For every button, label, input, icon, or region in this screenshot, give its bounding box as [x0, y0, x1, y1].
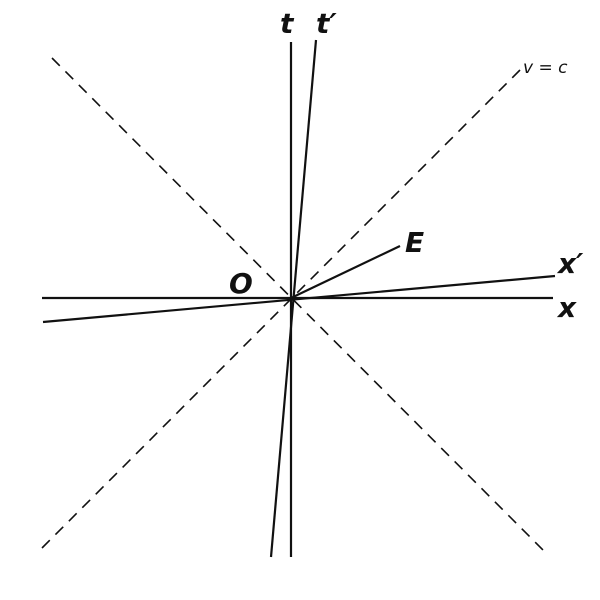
- x-prime-axis: [42, 274, 556, 324]
- light-line-positive: [41, 69, 521, 549]
- event-label: E: [405, 226, 424, 259]
- t-axis-label: t: [280, 7, 295, 40]
- light-line-negative: [51, 57, 546, 553]
- t-prime-axis-label: t′: [316, 7, 337, 40]
- x-prime-axis-label: x′: [556, 247, 584, 280]
- origin-label: O: [229, 267, 253, 300]
- t-prime-axis: [269, 39, 318, 558]
- light-line-label: v = c: [523, 58, 568, 78]
- event-line: [290, 245, 401, 299]
- x-axis-label: x: [556, 291, 577, 324]
